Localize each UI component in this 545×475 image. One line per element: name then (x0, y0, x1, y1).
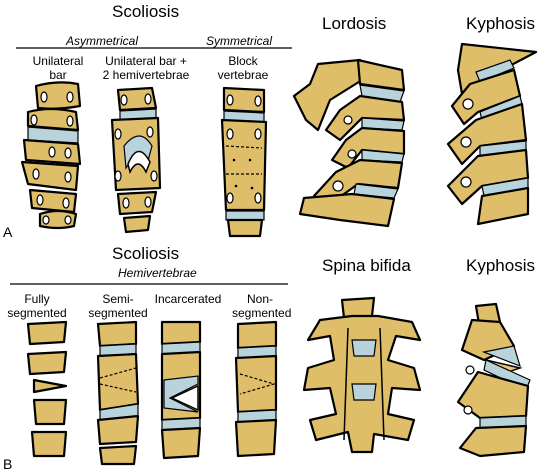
kyphosis-spine-a (446, 42, 538, 226)
panel-a-scoliosis-title: Scoliosis (112, 2, 180, 21)
panel-b-scoliosis-title: Scoliosis (112, 244, 180, 263)
label-line: Fully (24, 292, 50, 306)
label-line: Unilateral (32, 54, 84, 68)
unilateral-bar-hemi-spine (110, 86, 162, 234)
fully-segmented-label: Fully segmented (4, 292, 70, 320)
asymmetrical-label: Asymmetrical (66, 34, 139, 48)
lordosis-spine (292, 58, 406, 228)
lordosis-title: Lordosis (322, 14, 387, 33)
fully-segmented-spine (26, 320, 68, 458)
non-segmented-spine (234, 320, 278, 458)
hemivertebrae-label: Hemivertebrae (118, 266, 197, 280)
block-vertebrae-label: Block vertebrae (210, 54, 276, 82)
label-line: 2 hemivertebrae (102, 68, 190, 82)
block-vertebrae-spine (220, 86, 268, 238)
panel-a-kyphosis-title: Kyphosis (466, 14, 535, 33)
spina-bifida-title: Spina bifida (322, 256, 411, 275)
semi-segmented-spine (96, 320, 140, 466)
kyphosis-spine-b (456, 302, 531, 458)
spina-bifida-spine (302, 296, 422, 454)
semi-segmented-label: Semi- segmented (88, 292, 148, 320)
label-line: segmented (7, 306, 67, 320)
symmetrical-label: Symmetrical (206, 34, 273, 48)
panel-b-letter: B (3, 456, 13, 472)
incarcerated-label: Incarcerated (154, 292, 222, 306)
label-line: Block (228, 54, 258, 68)
label-line: vertebrae (217, 68, 269, 82)
label-line: segmented (88, 306, 148, 320)
unilateral-bar-hemi-label: Unilateral bar + 2 hemivertebrae (96, 54, 196, 82)
label-line: Non- (246, 292, 273, 306)
label-line: Semi- (102, 292, 134, 306)
label-line: Unilateral bar + (105, 54, 187, 68)
incarcerated-spine (160, 320, 202, 460)
unilateral-bar-spine (20, 81, 82, 230)
panel-b-kyphosis-title: Kyphosis (466, 256, 535, 275)
label-line: segmented (232, 306, 292, 320)
non-segmented-label: Non- segmented (232, 292, 292, 320)
panel-a-letter: A (3, 224, 13, 240)
unilateral-bar-label: Unilateral bar (28, 54, 88, 82)
label-line: bar (49, 68, 67, 82)
